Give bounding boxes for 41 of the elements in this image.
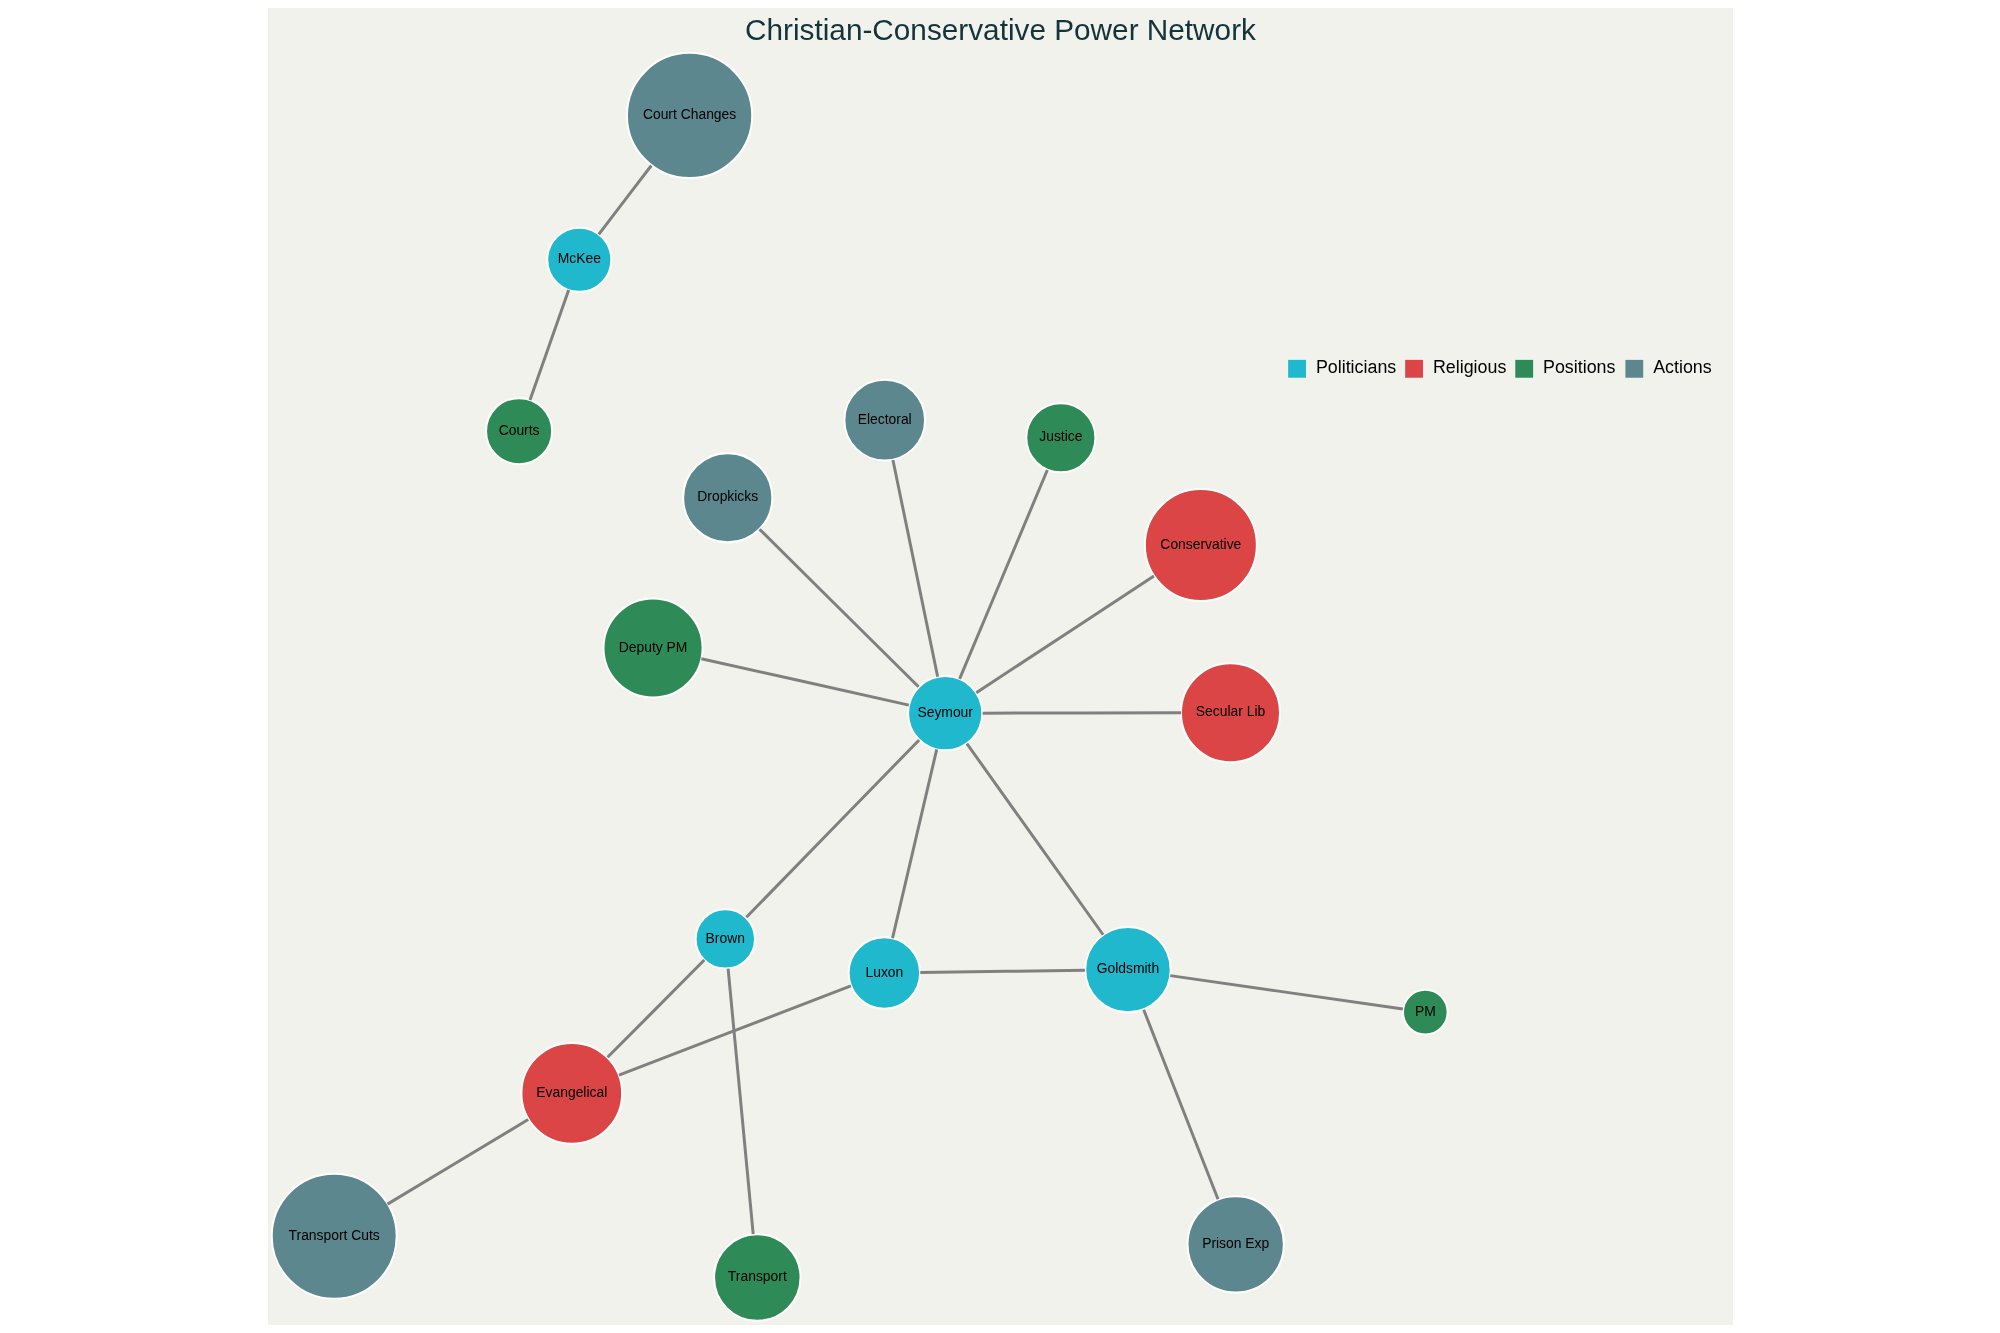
legend-label: Positions [1542,357,1615,378]
connector [1169,974,1403,1011]
node-circle: Dropkicks [681,452,773,544]
node-circle: Evangelical [519,1041,623,1145]
node-circle: Seymour [906,675,983,752]
connector [528,289,570,401]
connector [982,711,1181,715]
node-circle: Transport Cuts [270,1172,398,1300]
node-circle: Prison Exp [1186,1195,1285,1294]
connector [1141,1009,1219,1200]
connector [890,749,938,939]
connector [758,528,920,688]
connector [975,574,1155,694]
node-circle: Court Changes [625,51,753,180]
node-circle: Goldsmith [1083,925,1172,1014]
connector [726,968,755,1235]
node-circle: PM [1401,988,1449,1036]
node-circle: McKee [545,226,612,293]
legend-label: Politicians [1315,357,1396,378]
legend-label: Religious [1432,357,1506,378]
connector [965,742,1104,936]
diagram-title: Christian-Conservative Power Network [744,12,1256,46]
connector [606,959,705,1059]
connector [386,1118,529,1206]
connector [744,738,920,919]
node-circle: Electoral [842,378,926,462]
node-circle: Luxon [847,936,921,1010]
node-circle: Courts [484,397,553,466]
connector [597,164,653,236]
node-circle: Transport [712,1233,802,1322]
node-circle: Justice [1024,402,1096,474]
connector [957,469,1049,680]
node-circle: Secular Lib [1179,662,1281,764]
connector [617,984,851,1077]
node-circle: Conservative [1143,488,1258,603]
legend-label: Actions [1652,357,1712,378]
connector [700,657,909,707]
connector [919,968,1085,974]
node-circle: Brown [694,908,756,970]
connector [890,459,939,677]
node-circle: Deputy PM [602,597,704,699]
